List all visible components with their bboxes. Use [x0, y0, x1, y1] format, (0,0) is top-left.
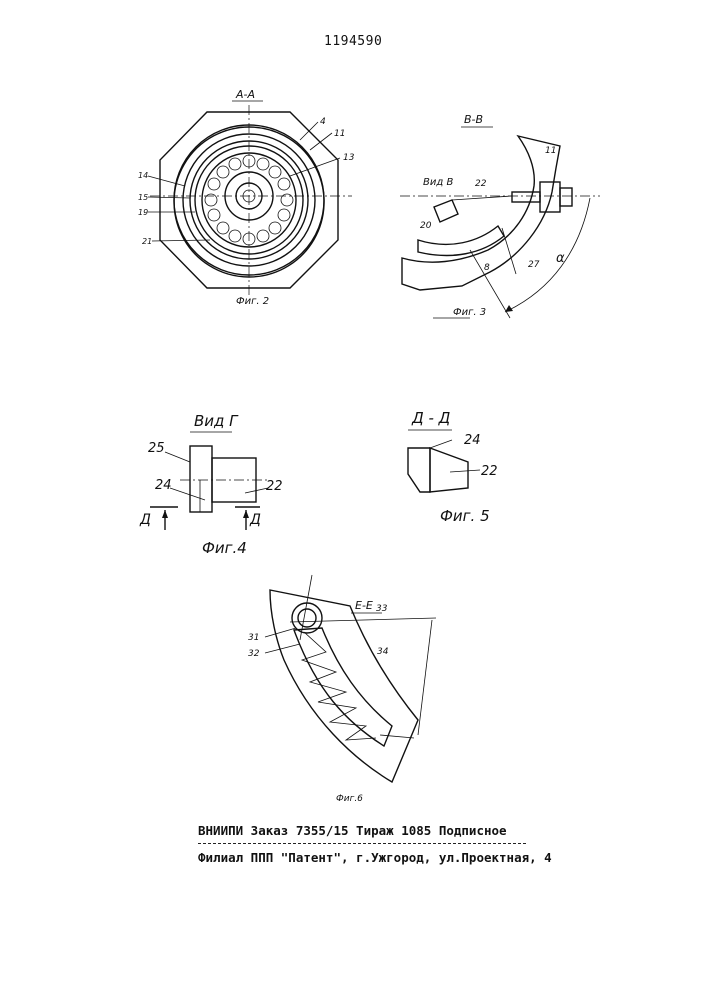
fig3-label-27: 27	[528, 260, 540, 270]
fig4-arrowhead-left	[162, 510, 168, 518]
fig2-label-13: 13	[343, 153, 355, 163]
fig6-label-31: 31	[248, 633, 259, 643]
fig4-label-25: 25	[148, 441, 165, 456]
fig6-label-34: 34	[377, 647, 389, 657]
fig3-bolt-shank	[512, 192, 540, 202]
fig4-caption: Фиг.4	[202, 539, 247, 557]
fig3-bolt-nut	[560, 188, 572, 206]
fig6-axis-1	[300, 575, 312, 640]
fig5-title: Д - Д	[411, 409, 451, 427]
fig5-part-22	[430, 448, 468, 492]
fig3-section-label: В-В	[464, 113, 483, 126]
fig6-label-33: 33	[376, 604, 388, 614]
fig4-part-25	[190, 446, 212, 512]
imprint-order-line: ВНИИПИ Заказ 7355/15 Тираж 1085 Подписно…	[198, 823, 507, 838]
fig2-label-15: 15	[138, 193, 148, 202]
fig6-spring-end	[380, 735, 414, 738]
figure-5: Д - Д 24 22 Фиг. 5	[408, 409, 498, 525]
fig6-pin-inner	[298, 609, 316, 627]
fig5-leader-22	[450, 470, 480, 472]
fig4-label-d-right: Д	[249, 512, 261, 528]
fig2-label-14: 14	[138, 171, 148, 180]
fig3-caption: Фиг. 3	[453, 307, 486, 318]
fig2-caption: Фиг. 2	[236, 296, 269, 307]
fig6-leader-31	[265, 628, 296, 637]
figure-4: Вид Г 25 24 22 Д Д Фиг.4	[139, 412, 283, 557]
fig5-leader-24	[430, 440, 452, 448]
fig2-label-4: 4	[320, 117, 326, 127]
fig4-label-24: 24	[155, 478, 172, 493]
fig3-pawl-link	[452, 196, 512, 200]
fig4-title: Вид Г	[194, 412, 239, 430]
fig6-caption: Фиг.6	[336, 794, 363, 804]
fig2-section-label: А-А	[235, 88, 255, 101]
fig5-label-22: 22	[481, 464, 498, 479]
fig6-axis-3	[418, 620, 432, 735]
fig5-label-24: 24	[464, 433, 481, 448]
fig3-bolt-head	[540, 182, 560, 212]
figure-2: А-А 4	[138, 88, 355, 307]
fig4-leader-25	[165, 452, 190, 462]
figure-6: Е-Е 33 31 32 34 Фиг.6	[248, 575, 436, 804]
fig6-axis-2	[290, 618, 436, 622]
imprint-divider	[198, 843, 526, 844]
fig3-label-20: 20	[420, 221, 432, 231]
fig2-label-11: 11	[334, 129, 345, 139]
fig3-angle-alpha: α	[556, 251, 565, 266]
fig5-caption: Фиг. 5	[440, 507, 490, 525]
fig6-leader-32	[265, 644, 300, 653]
fig3-angle-arc	[505, 198, 590, 312]
figure-3: В-В 11 Вид В 22 20 27 8 α Фиг. 3	[400, 113, 600, 318]
fig6-label-32: 32	[248, 649, 260, 659]
fig3-label-8: 8	[484, 263, 490, 273]
fig6-spring	[302, 632, 376, 740]
fig4-arrowhead-right	[243, 510, 249, 518]
fig6-spring-channel	[294, 628, 392, 746]
fig6-section-label: Е-Е	[355, 599, 373, 612]
fig2-label-19: 19	[138, 208, 148, 217]
fig3-pawl	[434, 200, 458, 222]
fig3-label-22: 22	[475, 179, 487, 189]
fig2-label-21: 21	[142, 237, 152, 246]
fig5-part-24	[408, 448, 430, 492]
fig4-label-22: 22	[266, 479, 283, 494]
fig4-label-d-left: Д	[139, 512, 151, 528]
fig3-view-label: Вид В	[423, 177, 453, 188]
fig3-label-11: 11	[545, 146, 556, 156]
imprint-publisher-line: Филиал ППП "Патент", г.Ужгород, ул.Проек…	[198, 850, 552, 865]
